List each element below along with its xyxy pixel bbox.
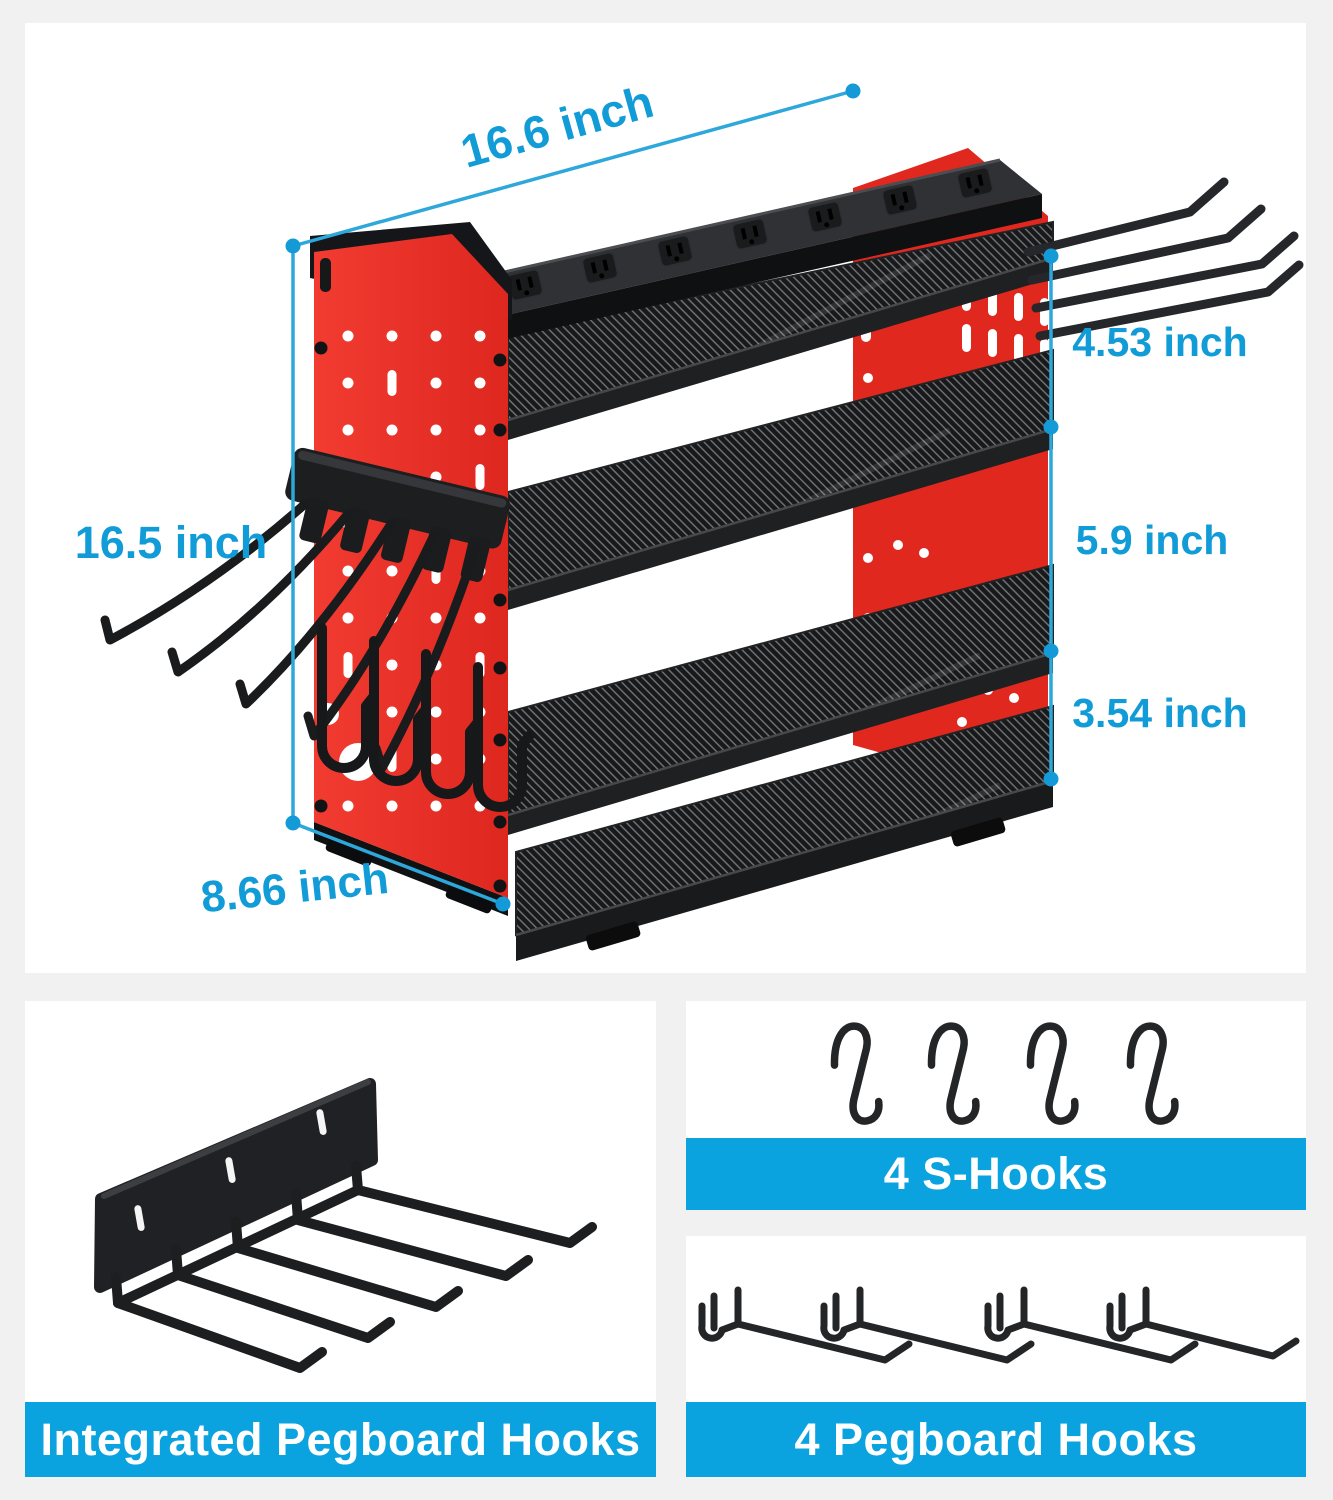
card-integrated-hooks: Integrated Pegboard Hooks — [25, 1001, 656, 1477]
banner-pegboard-hooks: 4 Pegboard Hooks — [686, 1402, 1306, 1477]
base-foot — [585, 921, 641, 951]
product-diagram-svg: 16.6 inch 16.5 inch 8.66 inch 4.53 inch … — [75, 75, 1304, 961]
outlet — [881, 184, 919, 216]
banner-s-hooks-label: 4 S-Hooks — [883, 1148, 1109, 1199]
rack-keyhole-slots — [134, 1109, 327, 1231]
rack-prong — [111, 1272, 327, 1373]
dimension-line-depth — [292, 821, 504, 906]
integrated-hook-rack — [100, 447, 511, 773]
s-hook — [1126, 1022, 1179, 1125]
dim-label-tier-middle: 5.9 inch — [1076, 517, 1229, 563]
card-pegboard-hooks: 4 Pegboard Hooks — [686, 1236, 1306, 1477]
banner-integrated-hooks: Integrated Pegboard Hooks — [25, 1402, 656, 1477]
outlet — [806, 201, 844, 233]
left-panel-j-hooks — [317, 623, 535, 812]
left-panel-foot — [325, 837, 374, 867]
side-pegboard-hook — [1023, 177, 1229, 257]
outlet — [731, 218, 769, 250]
pegboard-hook — [984, 1286, 1199, 1364]
dimension-endpoints — [285, 83, 1059, 912]
s-hook — [1026, 1022, 1079, 1125]
right-side-pegboard-hooks — [1023, 177, 1304, 341]
outlet — [956, 167, 994, 199]
dimension-line-top-width — [292, 89, 854, 248]
shelf-front-rail-4 — [516, 781, 1053, 961]
banner-pegboard-hooks-label: 4 Pegboard Hooks — [794, 1413, 1198, 1465]
side-pegboard-hook — [1031, 231, 1299, 313]
integrated-hooks-illustration — [94, 1078, 597, 1373]
banner-s-hooks: 4 S-Hooks — [686, 1138, 1306, 1210]
left-panel-foot — [445, 884, 494, 914]
card-s-hooks: 4 S-Hooks — [686, 1001, 1306, 1210]
j-hook — [473, 662, 535, 812]
banner-integrated-hooks-label: Integrated Pegboard Hooks — [40, 1413, 641, 1465]
shelf-tier-1 — [507, 220, 1054, 440]
shelf-tier-4 — [515, 704, 1054, 961]
rack-prong — [231, 1217, 463, 1312]
pegboard-hook — [1106, 1286, 1300, 1360]
pegboard-hooks-illustration — [698, 1286, 1300, 1364]
j-hook — [317, 623, 379, 773]
j-hook — [421, 649, 483, 799]
dim-label-top-width: 16.6 inch — [455, 75, 659, 178]
rack-prong — [291, 1189, 533, 1281]
base-foot — [950, 817, 1006, 847]
dim-label-tier-top: 4.53 inch — [1072, 319, 1247, 365]
outlet — [506, 269, 544, 301]
integrated-hook-prong — [100, 499, 310, 645]
shelf-front-rail-2 — [508, 429, 1053, 610]
outlet — [581, 252, 619, 284]
shelf-front-rail-1 — [508, 258, 1053, 440]
s-hook — [927, 1022, 980, 1125]
dim-label-depth: 8.66 inch — [198, 854, 390, 922]
side-pegboard-hook — [1035, 260, 1304, 341]
dim-label-height: 16.5 inch — [75, 517, 268, 568]
shelf-front-rail-3 — [508, 653, 1053, 835]
integrated-hook-prong — [235, 519, 396, 709]
s-hook — [830, 1022, 883, 1125]
s-hooks-illustration — [830, 1022, 1179, 1125]
pegboard-hook — [698, 1286, 913, 1364]
product-diagram-canvas: 16.6 inch 16.5 inch 8.66 inch 4.53 inch … — [25, 23, 1306, 973]
integrated-hook-prong — [167, 509, 353, 677]
dim-label-tier-bottom: 3.54 inch — [1072, 690, 1247, 736]
rack-prong — [171, 1244, 395, 1343]
j-hook — [369, 636, 431, 786]
left-panel-mount-slot — [320, 258, 331, 292]
rack-prong — [351, 1161, 597, 1248]
pegboard-hook — [820, 1286, 1035, 1364]
side-pegboard-hook — [1027, 204, 1266, 285]
outlet — [656, 235, 694, 267]
